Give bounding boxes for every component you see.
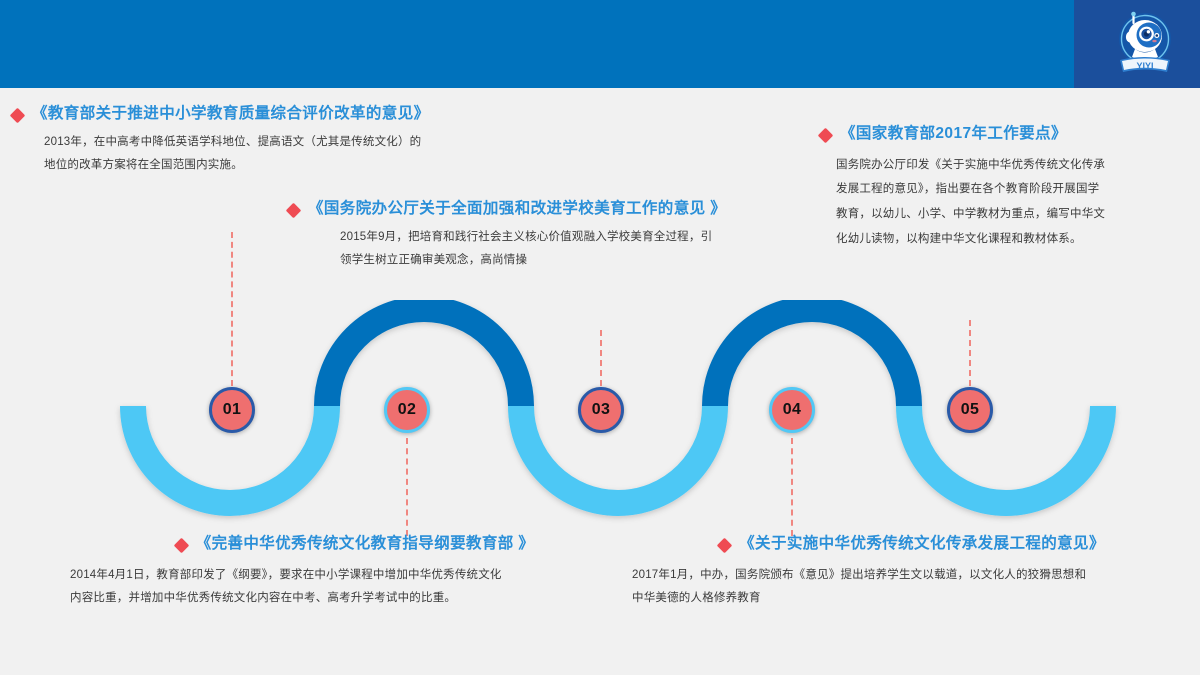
node-label: 01 [222, 401, 242, 418]
node-label: 05 [960, 401, 980, 418]
item-01-heading-text: 《教育部关于推进中小学教育质量综合评价改革的意见》 [32, 105, 430, 122]
timeline-node-02[interactable]: 02 [384, 387, 430, 433]
item-04-body: 2014年4月1日，教育部印发了《纲要》，要求在中小学课程中增加中华优秀传统文化… [70, 568, 502, 605]
item-03-body: 国务院办公厅印发《关于实施中华优秀传统文化传承 发展工程的意见》，指出要在各个教… [836, 158, 1106, 245]
item-block-05: 《关于实施中华优秀传统文化传承发展工程的意见》 2017年1月，中办，国务院颁布… [632, 535, 1192, 611]
node-label: 03 [591, 401, 611, 418]
diamond-bullet-icon [9, 107, 26, 124]
item-03-heading: 《国家教育部2017年工作要点》 [817, 125, 1170, 144]
item-01-body: 2013年，在中高考中降低英语学科地位、提高语文（尤其是传统文化）的 地位的改革… [44, 135, 422, 172]
timeline-node-04[interactable]: 04 [769, 387, 815, 433]
diamond-bullet-icon [173, 537, 189, 554]
item-02-heading: 《国务院办公厅关于全面加强和改进学校美育工作的意见 》 [285, 200, 848, 219]
svg-text:YIYI: YIYI [1136, 61, 1153, 71]
item-04-heading-text: 《完善中华优秀传统文化教育指导纲要教育部 》 [195, 535, 535, 552]
mascot-logo: YIYI [1108, 6, 1182, 80]
header-band [0, 0, 1200, 88]
connector-02 [406, 438, 408, 536]
timeline-node-01[interactable]: 01 [209, 387, 255, 433]
item-02-body: 2015年9月，把培育和践行社会主义核心价值观融入学校美育全过程，引 领学生树立… [340, 230, 713, 267]
item-02-heading-text: 《国务院办公厅关于全面加强和改进学校美育工作的意见 》 [308, 200, 727, 217]
item-05-heading: 《关于实施中华优秀传统文化传承发展工程的意见》 [632, 535, 1192, 554]
diamond-bullet-icon [817, 127, 834, 144]
node-label: 04 [782, 401, 802, 418]
item-05-body: 2017年1月，中办，国务院颁布《意见》提出培养学生文以载道，以文化人的狡猾思想… [632, 568, 1087, 605]
connector-03 [600, 330, 602, 386]
connector-05 [969, 320, 971, 386]
connector-04 [791, 438, 793, 536]
item-block-04: 《完善中华优秀传统文化教育指导纲要教育部 》 2014年4月1日，教育部印发了《… [70, 535, 640, 611]
timeline-node-05[interactable]: 05 [947, 387, 993, 433]
item-block-02: 《国务院办公厅关于全面加强和改进学校美育工作的意见 》 2015年9月，把培育和… [285, 200, 848, 273]
item-01-heading: 《教育部关于推进中小学教育质量综合评价改革的意见》 [9, 105, 572, 124]
item-block-03: 《国家教育部2017年工作要点》 国务院办公厅印发《关于实施中华优秀传统文化传承… [817, 125, 1170, 251]
timeline-wave [0, 296, 1200, 540]
diamond-bullet-icon [285, 202, 302, 219]
item-04-heading: 《完善中华优秀传统文化教育指导纲要教育部 》 [70, 535, 640, 554]
connector-01 [231, 232, 233, 386]
item-05-heading-text: 《关于实施中华优秀传统文化传承发展工程的意见》 [739, 535, 1105, 552]
item-block-01: 《教育部关于推进中小学教育质量综合评价改革的意见》 2013年，在中高考中降低英… [9, 105, 572, 178]
item-03-heading-text: 《国家教育部2017年工作要点》 [840, 125, 1067, 142]
node-label: 02 [397, 401, 417, 418]
diamond-bullet-icon [716, 537, 733, 554]
timeline-node-03[interactable]: 03 [578, 387, 624, 433]
